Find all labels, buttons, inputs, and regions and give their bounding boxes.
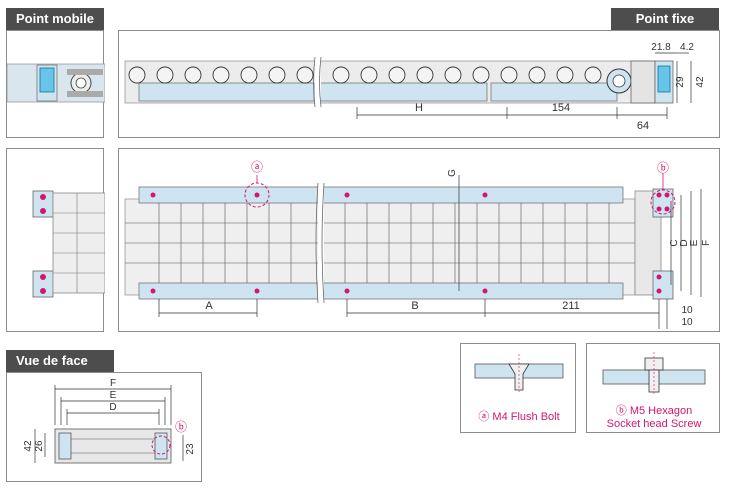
front-dim-e-label: E <box>110 390 117 401</box>
dim-d-label: D <box>679 239 690 246</box>
dim-10a-label: 10 <box>681 305 693 316</box>
dim-211-label: 211 <box>562 300 580 312</box>
dim-h-label: H <box>415 102 423 114</box>
top-view-main-panel: H 154 64 21.8 4.2 29 42 <box>118 30 720 138</box>
hex-screw-legend: ⓑ M5 Hexagon Socket head Screw <box>586 343 720 433</box>
hex-screw-label-line2: Socket head Screw <box>607 418 702 430</box>
flush-bolt-legend: ⓐ M4 Flush Bolt <box>460 343 576 433</box>
flush-bolt-drawing: ⓐ M4 Flush Bolt <box>474 354 564 423</box>
front-view-drawing: F E D 42 26 23 ⓑ <box>23 378 196 464</box>
front-callout-b-label: ⓑ <box>175 420 187 434</box>
chain-link-icon <box>70 72 92 94</box>
dim-64-label: 64 <box>637 120 649 132</box>
flush-bolt-label: ⓐ M4 Flush Bolt <box>478 410 559 423</box>
front-dim-23-label: 23 <box>185 443 196 455</box>
hex-screw-drawing: ⓑ M5 Hexagon Socket head Screw <box>602 352 706 430</box>
dim-c-label: C <box>669 239 680 246</box>
front-dim-d-label: D <box>109 402 116 413</box>
front-dim-42-label: 42 <box>23 440 34 452</box>
moving-end-top-drawing <box>6 63 106 103</box>
dim-10b-label: 10 <box>681 317 693 328</box>
fixed-end-bracket <box>606 60 674 104</box>
dim-42-label: 42 <box>695 76 706 88</box>
bolt-holes <box>150 192 670 294</box>
plan-view-left-panel <box>6 148 106 332</box>
flush-bolt-icon <box>508 363 530 391</box>
front-dim-f-label: F <box>110 378 116 389</box>
dim-g-label: G <box>447 169 458 177</box>
dim-4-2-label: 4.2 <box>680 42 694 53</box>
callout-b-label: ⓑ <box>657 161 669 175</box>
dim-e-label: E <box>689 239 700 246</box>
moving-end-plan-drawing <box>32 190 106 298</box>
chain-plan-view-drawing: ⓐ ⓑ G A B 211 C D E F 10 10 <box>124 160 712 329</box>
callout-a-label: ⓐ <box>251 160 263 174</box>
dim-154-label: 154 <box>552 102 570 114</box>
front-view-panel: F E D 42 26 23 ⓑ <box>6 372 202 482</box>
point-fixe-tag: Point fixe <box>611 8 719 30</box>
chain-links <box>128 66 602 84</box>
hex-screw-label-line1: ⓑ M5 Hexagon <box>616 404 692 417</box>
plan-view-main-panel: ⓐ ⓑ G A B 211 C D E F 10 10 <box>118 148 720 332</box>
dim-21-8-label: 21.8 <box>651 42 671 53</box>
chain-cell-grid <box>125 203 635 283</box>
top-view-left-panel <box>6 30 106 138</box>
vue-de-face-tag: Vue de face <box>6 350 114 372</box>
dim-29-label: 29 <box>675 76 686 88</box>
front-dim-26-label: 26 <box>34 440 45 452</box>
dim-a-label: A <box>205 300 213 312</box>
point-mobile-tag: Point mobile <box>6 8 104 30</box>
dim-f-label: F <box>701 240 712 246</box>
chain-top-view-drawing: H 154 64 21.8 4.2 29 42 <box>124 42 706 132</box>
dim-b-label: B <box>411 300 418 312</box>
